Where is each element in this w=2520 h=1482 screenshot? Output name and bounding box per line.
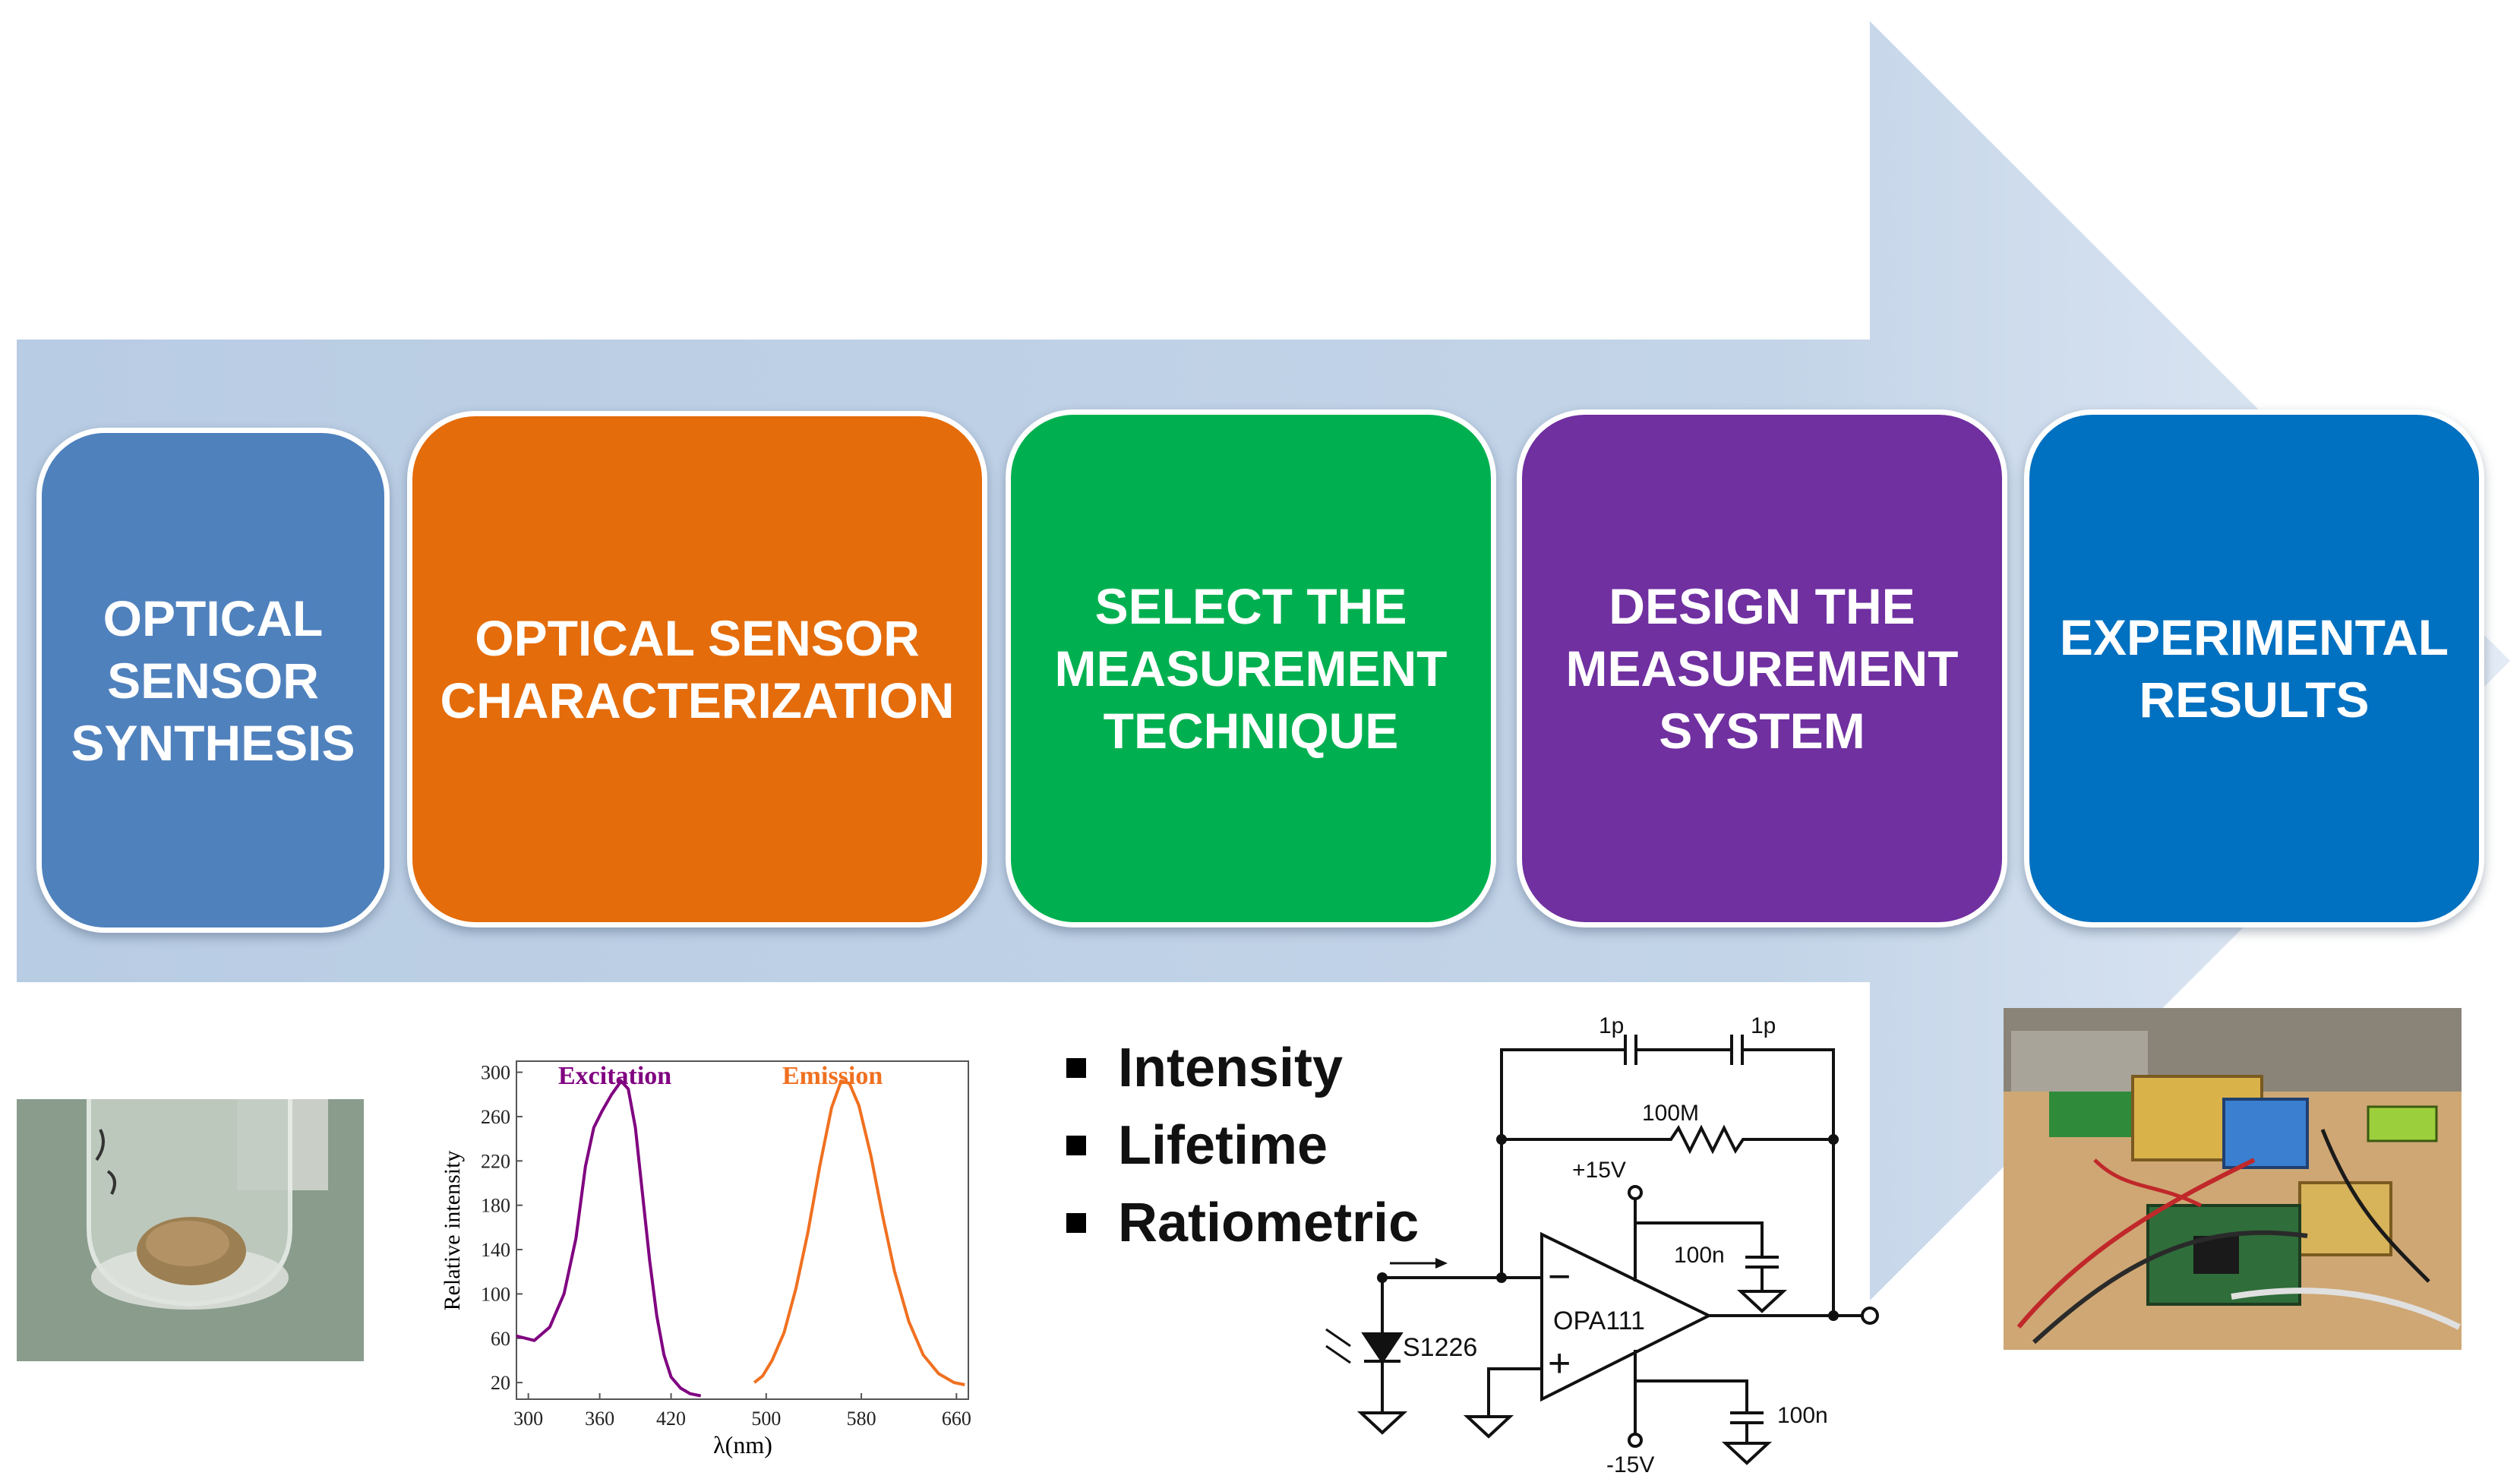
ground-icon bbox=[1463, 1415, 1514, 1439]
photodiode-label: S1226 bbox=[1403, 1333, 1477, 1362]
amplifier-circuit: 1p 1p 100M − + OPA111 +15V 100n -15V 100… bbox=[1325, 1013, 1879, 1477]
x-tick-label: 420 bbox=[656, 1408, 686, 1430]
cap-pos-label: 100n bbox=[1674, 1243, 1725, 1268]
y-tick-label: 180 bbox=[481, 1195, 510, 1217]
y-tick-label: 100 bbox=[481, 1283, 510, 1305]
step-select-measurement-technique: SELECT THE MEASUREMENT TECHNIQUE bbox=[1006, 409, 1496, 927]
resistor-label: 100M bbox=[1642, 1101, 1699, 1126]
y-tick-label: 20 bbox=[491, 1372, 510, 1394]
emission-label: Emission bbox=[782, 1062, 883, 1090]
y-axis-label: Relative intensity bbox=[440, 1151, 465, 1311]
bullet-icon bbox=[1066, 1136, 1086, 1155]
feedback-capacitors bbox=[1500, 1035, 1835, 1139]
vneg-label: -15V bbox=[1606, 1452, 1654, 1477]
opamp-label: OPA111 bbox=[1553, 1307, 1645, 1335]
y-tick-label: 220 bbox=[481, 1150, 510, 1172]
y-tick-label: 60 bbox=[491, 1328, 510, 1350]
photodiode-symbol bbox=[1325, 1258, 1502, 1435]
x-tick-label: 660 bbox=[942, 1408, 971, 1430]
technique-item: Ratiometric bbox=[1063, 1184, 1419, 1262]
opamp-symbol bbox=[1496, 1231, 1833, 1402]
cap-top-left-label: 1p bbox=[1599, 1013, 1624, 1038]
technique-ratiometric: Ratiometric bbox=[1118, 1193, 1419, 1253]
x-tick-label: 300 bbox=[513, 1408, 543, 1430]
technique-item: Lifetime bbox=[1063, 1107, 1419, 1184]
spectrum-chart: 20 60 100 140 180 220 260 300 300 360 420 500 580 66… bbox=[440, 1060, 971, 1458]
technique-item: Intensity bbox=[1063, 1029, 1419, 1107]
y-tick-label: 140 bbox=[481, 1239, 510, 1261]
cap-top-right-label: 1p bbox=[1751, 1013, 1776, 1038]
technique-list: Intensity Lifetime Ratiometric bbox=[1063, 1029, 1419, 1262]
excitation-label: Excitation bbox=[558, 1062, 671, 1090]
step-optical-sensor-synthesis: OPTICAL SENSOR SYNTHESIS bbox=[36, 428, 390, 933]
y-tick-label: 300 bbox=[481, 1062, 510, 1084]
bullet-icon bbox=[1066, 1213, 1086, 1233]
ground-icon bbox=[1736, 1290, 1788, 1313]
sensor-vial-photo bbox=[17, 1099, 364, 1361]
vpos-label: +15V bbox=[1572, 1158, 1626, 1183]
technique-intensity: Intensity bbox=[1118, 1038, 1344, 1098]
emission-line bbox=[753, 1079, 965, 1386]
step-optical-sensor-characterization: OPTICAL SENSOR CHARACTERIZATION bbox=[407, 411, 987, 927]
y-tick-label: 260 bbox=[481, 1106, 510, 1128]
x-tick-label: 580 bbox=[847, 1408, 876, 1430]
technique-lifetime: Lifetime bbox=[1118, 1115, 1328, 1176]
plot-frame bbox=[516, 1060, 969, 1400]
opamp-plus: + bbox=[1548, 1341, 1571, 1386]
experimental-board-photo bbox=[2004, 1008, 2462, 1350]
ground-icon bbox=[1721, 1442, 1773, 1465]
step-design-measurement-system: DESIGN THE MEASUREMENT SYSTEM bbox=[1517, 409, 2007, 927]
x-tick-label: 360 bbox=[585, 1408, 614, 1430]
excitation-line bbox=[516, 1079, 702, 1398]
opamp-minus: − bbox=[1548, 1255, 1571, 1299]
x-tick-label: 500 bbox=[751, 1408, 781, 1430]
step-experimental-results: EXPERIMENTAL RESULTS bbox=[2024, 409, 2484, 927]
bullet-icon bbox=[1066, 1058, 1086, 1078]
x-axis-label: λ(nm) bbox=[713, 1431, 772, 1458]
ground-icon bbox=[1356, 1411, 1408, 1435]
cap-neg-label: 100n bbox=[1777, 1403, 1828, 1428]
